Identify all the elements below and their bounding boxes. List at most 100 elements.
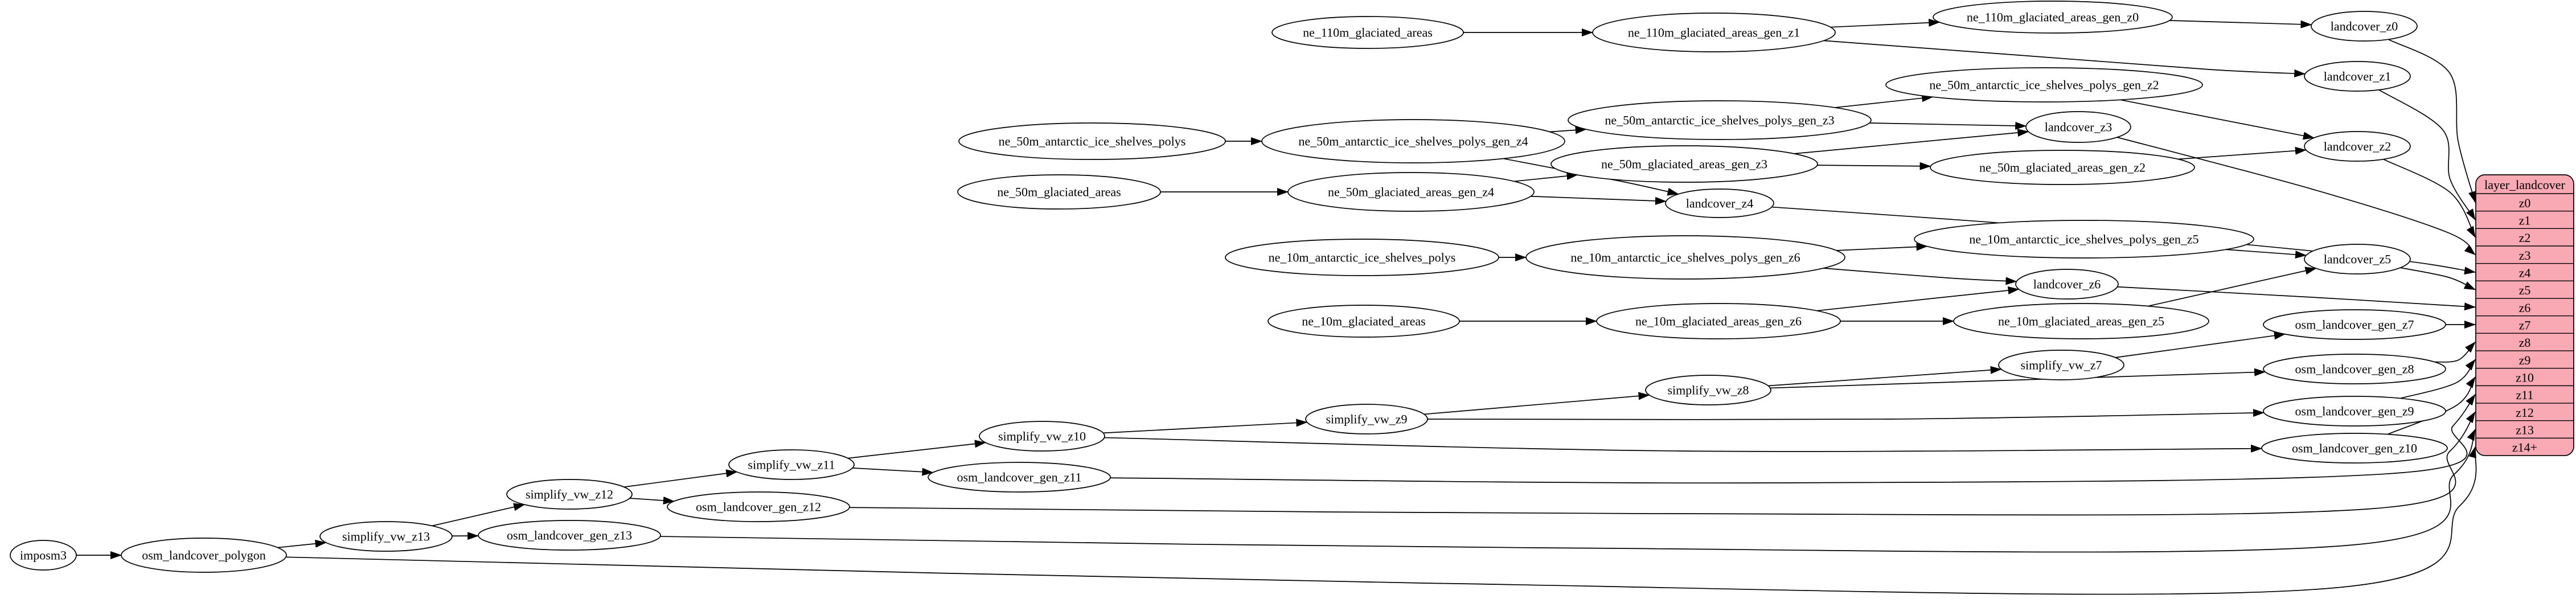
edge-osm_landcover_gen_z10-to-layer-row-z10 [2387, 376, 2476, 435]
node-ne_50m_glaciated_areas_gen_z3: ne_50m_glaciated_areas_gen_z3 [1550, 145, 1818, 183]
simplify_vw_z12-label: simplify_vw_z12 [526, 487, 613, 502]
node-simplify_vw_z9: simplify_vw_z9 [1305, 404, 1428, 434]
layer-row-z0: z0 [2519, 196, 2531, 210]
simplify_vw_z10-ellipse [979, 421, 1105, 452]
ne_10m_antarctic_ice_shelves_polys-ellipse [1225, 239, 1499, 276]
node-ne_10m_antarctic_ice_shelves_polys_gen_z6: ne_10m_antarctic_ice_shelves_polys_gen_z… [1525, 235, 1845, 280]
edge-ne_110m_glaciated_areas_gen_z1-to-ne_110m_glaciated_areas_gen_z0 [1830, 18, 1941, 28]
edge-simplify_vw_z13-to-simplify_vw_z12 [432, 503, 526, 527]
edge-simplify_vw_z11-to-simplify_vw_z10 [848, 440, 986, 459]
layer-row-z14+: z14+ [2512, 440, 2537, 454]
layer-row-z4: z4 [2519, 266, 2531, 280]
layer-row-z9: z9 [2519, 353, 2531, 367]
landcover_z0-ellipse [2311, 11, 2418, 42]
node-simplify_vw_z11: simplify_vw_z11 [728, 449, 855, 480]
edge-ne_110m_glaciated_areas_gen_z1-to-landcover_z1 [1823, 40, 2306, 77]
simplify_vw_z9-label: simplify_vw_z9 [1326, 412, 1408, 427]
node-simplify_vw_z13: simplify_vw_z13 [319, 521, 453, 552]
ne_50m_glaciated_areas_gen_z4-label: ne_50m_glaciated_areas_gen_z4 [1328, 185, 1494, 199]
edge-ne_50m_antarctic_ice_shelves_polys_gen_z3-to-ne_50m_antarctic_ice_shelves_polys_gen_z2 [1835, 94, 1934, 108]
node-osm_landcover_polygon: osm_landcover_polygon [121, 538, 287, 573]
osm_landcover_gen_z13-ellipse [478, 520, 661, 551]
node-ne_110m_glaciated_areas: ne_110m_glaciated_areas [1271, 16, 1464, 49]
simplify_vw_z7-label: simplify_vw_z7 [2021, 358, 2102, 372]
ne_50m_antarctic_ice_shelves_polys_gen_z3-ellipse [1568, 100, 1872, 140]
edge-ne_50m_glaciated_areas_gen_z2-to-landcover_z2 [2178, 146, 2307, 160]
ne_50m_antarctic_ice_shelves_polys_gen_z4-label: ne_50m_antarctic_ice_shelves_polys_gen_z… [1298, 134, 1528, 149]
ne_10m_glaciated_areas-ellipse [1268, 305, 1460, 338]
node-simplify_vw_z12: simplify_vw_z12 [506, 479, 633, 510]
ne_50m_antarctic_ice_shelves_polys_gen_z2-label: ne_50m_antarctic_ice_shelves_polys_gen_z… [1929, 78, 2159, 92]
landcover_z5-label: landcover_z5 [2324, 252, 2392, 266]
landcover_z4-label: landcover_z4 [1686, 196, 1754, 211]
node-ne_50m_antarctic_ice_shelves_polys_gen_z3: ne_50m_antarctic_ice_shelves_polys_gen_z… [1568, 100, 1872, 140]
osm_landcover_gen_z7-label: osm_landcover_gen_z7 [2295, 318, 2414, 332]
node-ne_10m_antarctic_ice_shelves_polys_gen_z5: ne_10m_antarctic_ice_shelves_polys_gen_z… [1914, 220, 2254, 259]
ne_50m_glaciated_areas_gen_z2-ellipse [1930, 150, 2195, 185]
landcover_z5-ellipse [2304, 244, 2411, 274]
edge-simplify_vw_z10-to-osm_landcover_gen_z10 [1104, 437, 2263, 453]
edge-ne_110m_glaciated_areas_gen_z0-to-landcover_z0 [2169, 20, 2312, 28]
ne_110m_glaciated_areas_gen_z1-ellipse [1592, 13, 1836, 52]
osm_landcover_gen_z10-ellipse [2261, 433, 2448, 464]
edge-simplify_vw_z9-to-simplify_vw_z8 [1424, 392, 1650, 415]
imposm3-label: imposm3 [20, 548, 67, 563]
edge-ne_10m_glaciated_areas_gen_z6-to-landcover_z6 [1816, 286, 2020, 311]
osm_landcover_polygon-ellipse [121, 538, 287, 573]
node-ne_50m_antarctic_ice_shelves_polys: ne_50m_antarctic_ice_shelves_polys [958, 122, 1226, 160]
landcover_z2-ellipse [2304, 131, 2411, 162]
layer-row-z2: z2 [2519, 231, 2531, 245]
node-ne_50m_glaciated_areas_gen_z2: ne_50m_glaciated_areas_gen_z2 [1930, 150, 2195, 185]
edge-ne_50m_antarctic_ice_shelves_polys_gen_z3-to-landcover_z3 [1869, 121, 2027, 130]
edge-ne_50m_antarctic_ice_shelves_polys_gen_z2-to-landcover_z2 [2120, 99, 2315, 140]
landcover_z0-label: landcover_z0 [2331, 19, 2398, 34]
node-ne_50m_glaciated_areas: ne_50m_glaciated_areas [957, 174, 1161, 210]
layer-row-z8: z8 [2519, 335, 2531, 350]
node-osm_landcover_gen_z8: osm_landcover_gen_z8 [2263, 354, 2446, 384]
edge-ne_10m_antarctic_ice_shelves_polys_gen_z6-to-ne_10m_antarctic_ice_shelves_polys_gen_z5 [1836, 243, 1928, 251]
node-landcover_z1: landcover_z1 [2304, 61, 2411, 92]
edge-ne_10m_antarctic_ice_shelves_polys_gen_z6-to-landcover_z6 [1823, 268, 2017, 285]
node-osm_landcover_gen_z10: osm_landcover_gen_z10 [2261, 433, 2448, 464]
ne_50m_antarctic_ice_shelves_polys_gen_z4-ellipse [1261, 119, 1565, 163]
layer-row-z11: z11 [2516, 388, 2534, 402]
simplify_vw_z8-ellipse [1645, 375, 1771, 405]
osm_landcover_gen_z12-ellipse [667, 491, 850, 522]
imposm3-ellipse [10, 540, 77, 571]
layer-landcover-title: layer_landcover [2484, 178, 2565, 192]
osm_landcover_gen_z9-ellipse [2263, 396, 2446, 427]
node-ne_10m_glaciated_areas_gen_z5: ne_10m_glaciated_areas_gen_z5 [1953, 303, 2209, 339]
simplify_vw_z8-label: simplify_vw_z8 [1668, 383, 1749, 397]
landcover_z1-label: landcover_z1 [2324, 69, 2392, 84]
ne_10m_antarctic_ice_shelves_polys_gen_z5-ellipse [1914, 220, 2254, 259]
osm_landcover_gen_z13-label: osm_landcover_gen_z13 [507, 528, 632, 543]
edge-osm_landcover_polygon-to-layer-row-z14+ [286, 446, 2477, 595]
node-simplify_vw_z10: simplify_vw_z10 [979, 421, 1105, 452]
ne_110m_glaciated_areas_gen_z1-label: ne_110m_glaciated_areas_gen_z1 [1628, 26, 1800, 40]
edge-ne_50m_glaciated_areas_gen_z4-to-landcover_z4 [1531, 195, 1667, 205]
landcover_z6-ellipse [2015, 269, 2119, 300]
edge-landcover_z6-to-layer-row-z6 [2117, 286, 2476, 311]
edge-simplify_vw_z11-to-osm_landcover_gen_z11 [852, 468, 934, 476]
node-simplify_vw_z7: simplify_vw_z7 [1998, 350, 2124, 380]
ne_50m_glaciated_areas-label: ne_50m_glaciated_areas [997, 185, 1121, 199]
ne_50m_antarctic_ice_shelves_polys_gen_z3-label: ne_50m_antarctic_ice_shelves_polys_gen_z… [1605, 113, 1834, 128]
ne_10m_glaciated_areas_gen_z6-label: ne_10m_glaciated_areas_gen_z6 [1635, 314, 1802, 329]
ne_50m_antarctic_ice_shelves_polys-label: ne_50m_antarctic_ice_shelves_polys [999, 134, 1186, 149]
landcover_z1-ellipse [2304, 61, 2411, 92]
edge-ne_50m_antarctic_ice_shelves_polys_gen_z4-to-ne_50m_antarctic_ice_shelves_polys_gen_z3 [1549, 126, 1587, 134]
osm_landcover_gen_z9-label: osm_landcover_gen_z9 [2295, 404, 2414, 419]
osm_landcover_gen_z10-label: osm_landcover_gen_z10 [2292, 441, 2417, 456]
simplify_vw_z11-ellipse [728, 449, 855, 480]
edge-landcover_z2-to-layer-row-z2 [2383, 158, 2476, 238]
node-imposm3: imposm3 [10, 540, 77, 571]
node-ne_50m_antarctic_ice_shelves_polys_gen_z2: ne_50m_antarctic_ice_shelves_polys_gen_z… [1885, 67, 2203, 102]
edge-ne_50m_glaciated_areas_gen_z3-to-ne_50m_glaciated_areas_gen_z2 [1817, 162, 1931, 170]
layer-row-z5: z5 [2519, 283, 2531, 297]
ne_10m_glaciated_areas_gen_z6-ellipse [1596, 303, 1841, 339]
ne_50m_glaciated_areas-ellipse [957, 174, 1161, 210]
edge-osm_landcover_polygon-to-simplify_vw_z13 [277, 539, 327, 548]
ne_50m_glaciated_areas_gen_z3-label: ne_50m_glaciated_areas_gen_z3 [1601, 157, 1767, 171]
layer-row-z12: z12 [2516, 405, 2534, 420]
